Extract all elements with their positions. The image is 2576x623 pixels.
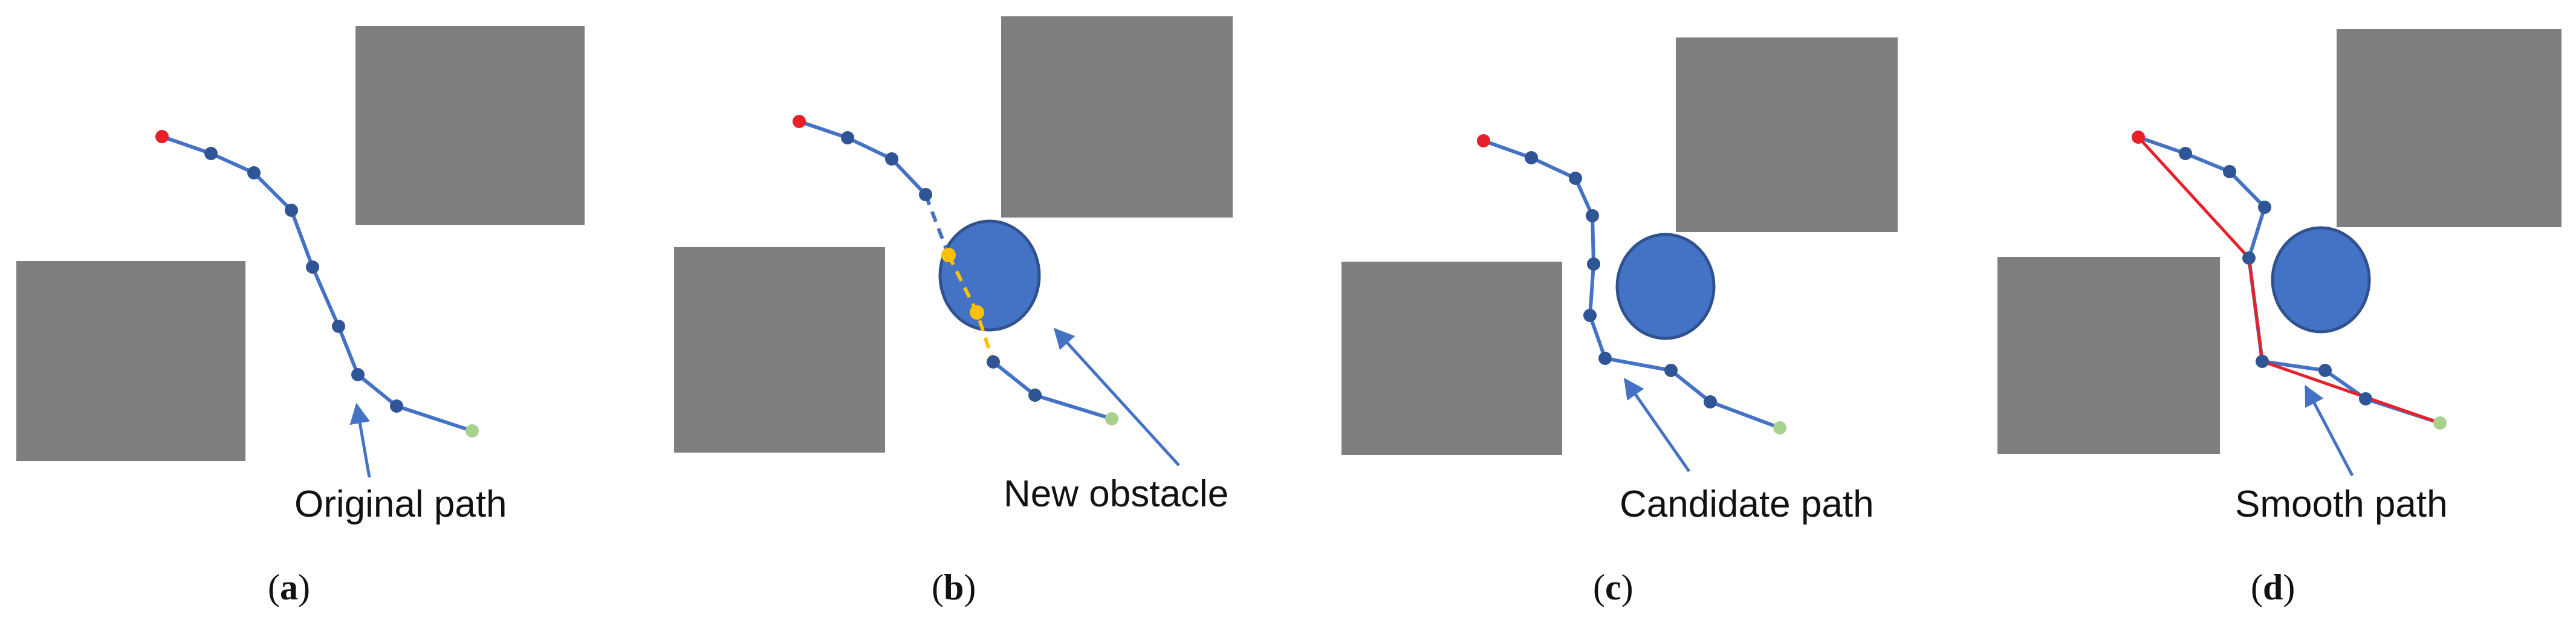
path-node (247, 166, 261, 179)
path-node (1583, 309, 1597, 322)
panel-d: Smooth path (d) (1997, 29, 2561, 607)
path-node (1587, 257, 1600, 271)
blocked-node (941, 248, 956, 262)
new-obstacle (2271, 226, 2371, 334)
panel-label: Candidate path (1620, 483, 1874, 525)
path-node (1028, 389, 1042, 402)
obstacle-bottom-left (1342, 262, 1562, 455)
start-node (2132, 131, 2145, 144)
path-line-start (799, 120, 927, 196)
path-node (351, 368, 365, 381)
label-arrow (1623, 378, 1691, 473)
start-node (1477, 134, 1490, 147)
new-obstacle (1615, 233, 1716, 340)
path-node (2359, 392, 2372, 405)
path-node (841, 131, 854, 144)
path-node (1569, 172, 1582, 185)
path-node (1586, 209, 1599, 222)
obstacle-top-right (355, 26, 585, 225)
start-node (155, 130, 169, 143)
path-nodes (2132, 131, 2447, 430)
panel-label: New obstacle (1004, 473, 1228, 515)
candidate-path-line (1482, 139, 1781, 430)
smooth-path-line (2137, 136, 2441, 425)
path-node (2256, 355, 2269, 368)
panel-caption: (c) (1593, 567, 1634, 607)
panel-caption: (d) (2251, 567, 2295, 607)
path-node (390, 399, 403, 413)
obstacle-top-right (1001, 16, 1233, 218)
goal-node (1773, 421, 1786, 434)
path-nodes (155, 130, 479, 437)
goal-node (466, 424, 479, 437)
path-node (919, 188, 932, 201)
path-node (204, 147, 218, 160)
obstacle-bottom-left (1997, 257, 2220, 454)
label-arrow (2304, 384, 2354, 477)
panel-label: Smooth path (2235, 483, 2448, 525)
path-node (2318, 364, 2332, 377)
path-node (1525, 151, 1538, 164)
goal-node (2433, 416, 2447, 430)
panel-b: New obstacle (b) (674, 16, 1233, 607)
path-node (2223, 165, 2236, 178)
panel-a: Original path (a) (16, 26, 585, 607)
obstacle-bottom-left (674, 247, 885, 453)
panel-label: Original path (294, 483, 507, 525)
new-obstacle (938, 219, 1041, 332)
start-node (793, 115, 806, 128)
path-node (1704, 395, 1717, 408)
blocked-node (970, 305, 984, 320)
path-node (285, 204, 298, 217)
obstacle-top-right (2337, 29, 2561, 227)
goal-node (1105, 412, 1118, 425)
panel-c: Candidate path (c) (1342, 37, 1898, 607)
path-node (2258, 201, 2271, 214)
path-node (306, 260, 319, 274)
panel-caption: (b) (932, 567, 976, 607)
path-node (2179, 147, 2192, 160)
path-node (885, 152, 898, 166)
path-node (332, 320, 345, 333)
obstacle-bottom-left (16, 261, 245, 461)
panel-caption: (a) (268, 567, 310, 607)
path-node (1664, 364, 1678, 377)
label-arrow (1053, 328, 1180, 466)
label-arrow (349, 402, 371, 478)
path-node (2242, 251, 2256, 265)
path-nodes (1477, 134, 1786, 434)
path-nodes (793, 115, 1118, 425)
obstacle-top-right (1676, 37, 1898, 232)
path-line-blocked-blue (924, 193, 950, 256)
path-node (987, 355, 1000, 369)
path-node (1598, 352, 1612, 365)
